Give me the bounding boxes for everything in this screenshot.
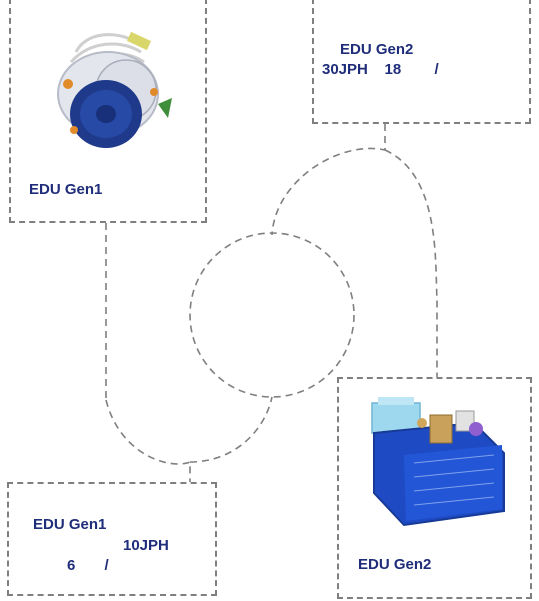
edu-gen1-motor-image — [57, 31, 172, 148]
edu-gen2-title: EDU Gen2 — [340, 41, 414, 58]
edu-gen1-label: EDU Gen1 — [29, 181, 103, 198]
center-circle — [189, 232, 355, 398]
connector-arc-bottom-left — [105, 399, 191, 482]
edu-gen1-capacity-card: EDU Gen1 10JPH 6 / — [7, 482, 217, 596]
edu-gen1-title: EDU Gen1 — [33, 516, 107, 533]
edu-gen2-card: EDU Gen2 — [337, 377, 532, 599]
edu-gen2-label: EDU Gen2 — [358, 556, 432, 573]
connector-arc-right — [384, 149, 438, 377]
edu-gen1-card: EDU Gen1 — [9, 0, 207, 223]
edu-gen2-capacity: 30JPH 18 / — [322, 61, 439, 78]
edu-gen1-jph: 10JPH — [123, 537, 169, 554]
edu-gen2-motor-image — [371, 397, 505, 527]
edu-gen1-capacity: 6 / — [67, 557, 109, 574]
edu-gen2-capacity-card: EDU Gen2 30JPH 18 / — [312, 0, 531, 124]
connector-arc-top-right — [271, 124, 386, 236]
connector-arc-bottom — [189, 396, 273, 463]
